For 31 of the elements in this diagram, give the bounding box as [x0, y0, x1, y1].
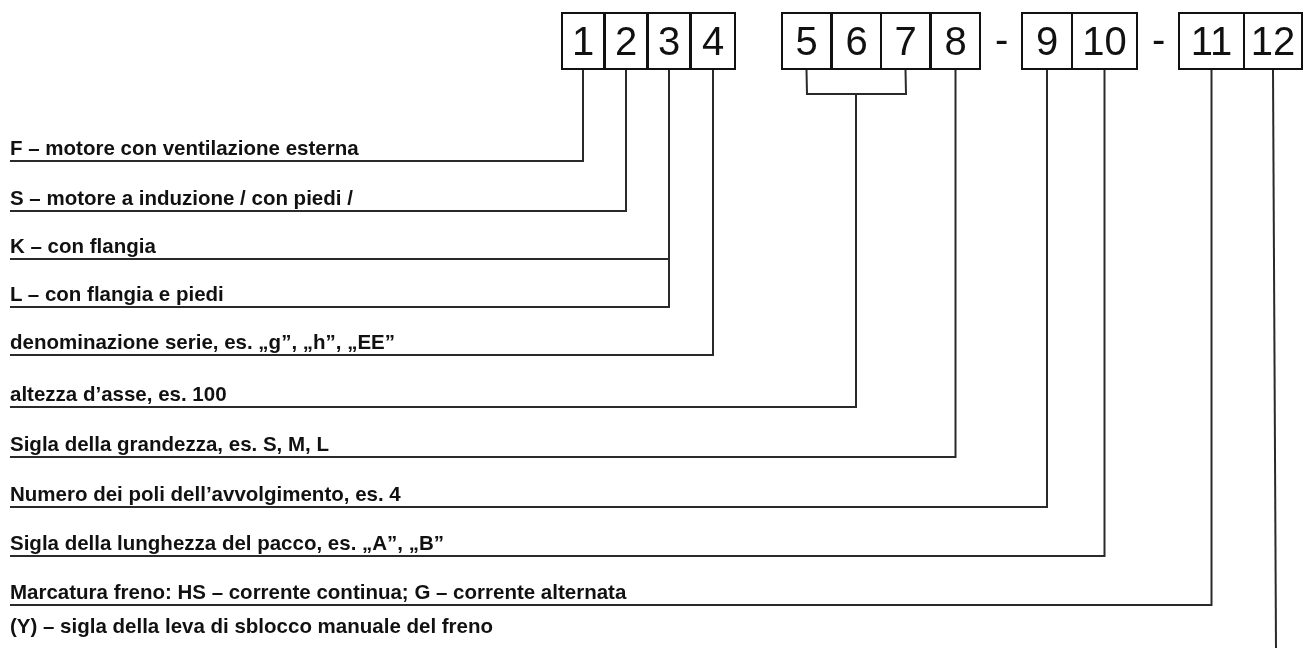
digit-box: 5	[781, 12, 832, 70]
leader-line	[9, 69, 957, 458]
digit-box: 7	[880, 12, 931, 70]
leader-line	[9, 69, 714, 356]
description-text: S – motore a induzione / con piedi /	[10, 185, 353, 211]
separator-dash: -	[1152, 17, 1166, 62]
description-text: altezza d’asse, es. 100	[10, 381, 227, 407]
separator-dash: -	[995, 17, 1009, 62]
digit-box: 3	[647, 12, 691, 70]
digit-box: 11	[1178, 12, 1245, 70]
leader-line	[9, 69, 1213, 606]
digit-box: 4	[690, 12, 736, 70]
description-text: Marcatura freno: HS – corrente continua; G – corrente alternata	[10, 579, 627, 605]
description-text: denominazione serie, es. „g”, „h”, „EE”	[10, 329, 396, 355]
digit-box: 2	[604, 12, 648, 70]
leader-line	[9, 69, 627, 212]
description-text: Sigla della grandezza, es. S, M, L	[10, 431, 329, 457]
digit-box: 9	[1021, 12, 1073, 70]
digit-box: 10	[1071, 12, 1138, 70]
digit-box: 12	[1243, 12, 1303, 70]
description-text: F – motore con ventilazione esterna	[10, 135, 359, 161]
leader-line	[1272, 69, 1277, 649]
description-text: (Y) – sigla della leva di sblocco manuale del freno	[10, 613, 494, 639]
description-text: Numero dei poli dell’avvolgimento, es. 4	[10, 481, 401, 507]
description-text: Sigla della lunghezza del pacco, es. „A”, „B”	[10, 530, 445, 556]
digit-box: 1	[561, 12, 605, 70]
digit-box: 8	[930, 12, 981, 70]
description-text: K – con flangia	[10, 233, 156, 259]
description-text: L – con flangia e piedi	[10, 281, 224, 307]
leader-line	[9, 69, 584, 162]
digit-box: 6	[831, 12, 882, 70]
